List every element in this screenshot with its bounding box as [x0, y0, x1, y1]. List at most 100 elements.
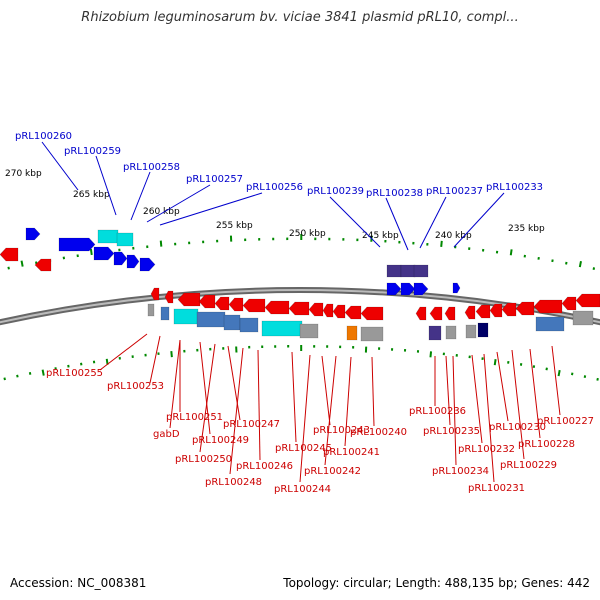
leader-line [344, 356, 352, 447]
feature-block [160, 306, 170, 321]
inner-ticks [3, 344, 599, 381]
leader-line [95, 155, 117, 216]
scale-label: 260 kbp [143, 207, 180, 217]
gene-label: pRL100248 [205, 477, 262, 488]
tick-mark [493, 359, 497, 366]
tick-mark [440, 240, 443, 247]
backbone-arc [0, 287, 600, 326]
feature-block [299, 323, 319, 339]
map-title: Rhizobium leguminosarum bv. viciae 3841 … [81, 10, 519, 25]
reverse-gene [575, 293, 600, 308]
reverse-gene [489, 303, 503, 318]
forward-gene [139, 257, 156, 272]
gene-label: pRL100227 [537, 416, 594, 427]
reverse-gene [444, 306, 456, 321]
scale-label: 240 kbp [435, 231, 472, 241]
reverse-gene [515, 301, 535, 316]
slate-block [413, 264, 429, 278]
gene-label: pRL100231 [468, 483, 525, 494]
feature-block [477, 322, 489, 338]
leader-line [199, 343, 216, 453]
gene-label: pRL100245 [275, 443, 332, 454]
tick-mark [592, 267, 596, 271]
tick-mark [570, 372, 574, 376]
label-leader-lines [41, 141, 561, 483]
gene-label: pRL100240 [350, 427, 407, 438]
leader-line [496, 351, 509, 422]
tick-mark [89, 248, 93, 256]
reverse-gene [322, 303, 334, 318]
gene-label: pRL100241 [323, 447, 380, 458]
backbone-highlight [0, 289, 600, 324]
scale-label: 250 kbp [289, 229, 326, 239]
leader-line [445, 355, 451, 426]
leader-line [199, 341, 211, 435]
tick-mark [16, 374, 19, 378]
leader-line [291, 351, 297, 443]
feature-block [445, 325, 457, 340]
tick-mark [41, 369, 45, 376]
gene-label: pRL100236 [409, 406, 466, 417]
tick-mark [583, 375, 587, 379]
reverse-gene [288, 301, 310, 316]
gene-label: pRL100230 [489, 422, 546, 433]
gene-label: pRL100232 [458, 444, 515, 455]
gene-label: pRL100239 [307, 186, 364, 197]
feature-block [360, 326, 384, 342]
leader-line [146, 184, 211, 223]
leader-line [149, 335, 161, 384]
gene-label: pRL100258 [123, 162, 180, 173]
tick-mark [557, 369, 561, 377]
gene-labels: pRL100260pRL100259pRL100258pRL100257pRL1… [15, 131, 594, 495]
reverse-gene [198, 294, 216, 309]
reverse-gene [308, 302, 324, 317]
leader-line [329, 196, 381, 248]
gene-label: pRL100257 [186, 174, 243, 185]
leader-line [452, 355, 457, 466]
reverse-gene [242, 298, 266, 313]
gene-label: pRL100259 [64, 146, 121, 157]
forward-gene [93, 246, 115, 261]
gene-label: pRL100251 [166, 412, 223, 423]
leader-line [159, 192, 263, 226]
feature-block [261, 320, 303, 337]
reverse-gene [475, 304, 491, 319]
leader-line [385, 197, 409, 251]
reverse-gene [533, 299, 563, 314]
gene-label: pRL100234 [432, 466, 489, 477]
feature-block [147, 303, 155, 317]
reverse-gene [164, 290, 174, 304]
gene-features [0, 227, 600, 342]
scale-label: 245 kbp [362, 231, 399, 241]
scale-label: 255 kbp [216, 221, 253, 231]
forward-gene [400, 282, 416, 296]
feature-block [173, 308, 199, 325]
forward-gene [113, 251, 128, 266]
tick-mark [429, 351, 433, 358]
leader-line [130, 171, 151, 221]
reverse-gene [177, 292, 201, 307]
leader-line [483, 353, 495, 483]
leader-line [229, 347, 244, 475]
gene-label: pRL100242 [304, 466, 361, 477]
feature-block [465, 324, 477, 339]
reverse-gene [0, 247, 19, 262]
leader-line [511, 349, 525, 460]
reverse-gene [501, 302, 517, 317]
feature-block [346, 325, 358, 341]
reverse-gene [150, 287, 160, 301]
gene-label: pRL100233 [486, 182, 543, 193]
gene-label: pRL100249 [192, 435, 249, 446]
feature-block [223, 314, 241, 331]
feature-block [239, 317, 259, 333]
leader-line [371, 356, 375, 427]
feature-block [196, 311, 226, 328]
slate-block [386, 264, 402, 278]
reverse-gene [228, 297, 244, 312]
cyan-block [116, 232, 134, 247]
gene-label: pRL100235 [423, 426, 480, 437]
gene-label: pRL100244 [274, 484, 331, 495]
forward-gene [413, 282, 429, 296]
gene-label: pRL100238 [366, 188, 423, 199]
